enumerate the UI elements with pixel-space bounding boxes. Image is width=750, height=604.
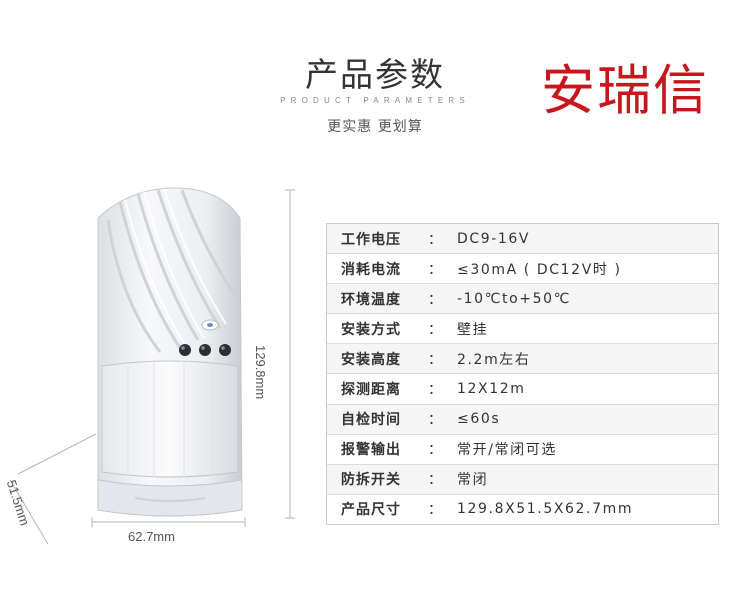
spec-colon: ： — [428, 412, 442, 429]
slogan: 更实惠 更划算 — [327, 119, 423, 135]
spec-colon: ： — [428, 472, 442, 489]
spec-colon: ： — [428, 442, 442, 459]
spec-row-temperature: 环境温度 ： -10℃to+50℃ — [327, 284, 718, 315]
brand-logo: 安瑞信 — [541, 59, 709, 122]
spec-row-self-test: 自检时间 ： ≤60s — [327, 404, 718, 435]
spec-colon: ： — [428, 321, 442, 338]
spec-label: 环境温度 — [341, 291, 401, 308]
spec-colon: ： — [428, 291, 442, 308]
spec-colon: ： — [428, 502, 442, 519]
spec-row-voltage: 工作电压 ： DC9-16V — [327, 224, 718, 255]
spec-value: 129.8X51.5X62.7mm — [457, 501, 634, 518]
spec-value: ≤30mA ( DC12V时 ) — [457, 261, 622, 278]
page-subtitle: PRODUCT PARAMETERS — [280, 96, 470, 105]
spec-colon: ： — [428, 261, 442, 278]
spec-label: 消耗电流 — [341, 261, 401, 278]
spec-value: 12X12m — [457, 381, 526, 398]
spec-label: 安装方式 — [341, 321, 401, 338]
spec-label: 报警输出 — [341, 442, 401, 459]
spec-value: 常闭 — [457, 472, 489, 489]
spec-label: 产品尺寸 — [341, 502, 401, 519]
height-label: 129.8mm — [253, 345, 268, 400]
spec-row-dimensions: 产品尺寸 ： 129.8X51.5X62.7mm — [327, 495, 718, 524]
spec-row-alarm-output: 报警输出 ： 常开/常闭可选 — [327, 435, 718, 465]
spec-table: 工作电压 ： DC9-16V 消耗电流 ： ≤30mA ( DC12V时 ) 环… — [326, 223, 719, 525]
spec-colon: ： — [428, 231, 442, 248]
page-title: 产品参数 — [305, 55, 445, 94]
spec-row-current: 消耗电流 ： ≤30mA ( DC12V时 ) — [327, 254, 718, 285]
spec-value: DC9-16V — [457, 230, 531, 247]
spec-value: 2.2m左右 — [457, 351, 531, 368]
spec-value: ≤60s — [457, 411, 501, 428]
spec-colon: ： — [428, 382, 442, 399]
spec-label: 安装高度 — [341, 351, 401, 368]
spec-label: 自检时间 — [341, 412, 401, 429]
spec-row-mounting: 安装方式 ： 壁挂 — [327, 314, 718, 345]
spec-label: 探测距离 — [341, 382, 401, 399]
product-image — [97, 187, 243, 517]
spec-label: 工作电压 — [341, 231, 401, 248]
spec-label: 防拆开关 — [341, 472, 401, 489]
spec-row-detection-range: 探测距离 ： 12X12m — [327, 374, 718, 405]
depth-label: 51.5mm — [3, 478, 33, 528]
spec-value: 壁挂 — [457, 321, 489, 338]
spec-colon: ： — [428, 351, 442, 368]
spec-row-install-height: 安装高度 ： 2.2m左右 — [327, 344, 718, 375]
spec-value: -10℃to+50℃ — [457, 290, 571, 307]
width-label: 62.7mm — [128, 529, 175, 544]
spec-row-tamper-switch: 防拆开关 ： 常闭 — [327, 464, 718, 495]
spec-value: 常开/常闭可选 — [457, 442, 557, 459]
